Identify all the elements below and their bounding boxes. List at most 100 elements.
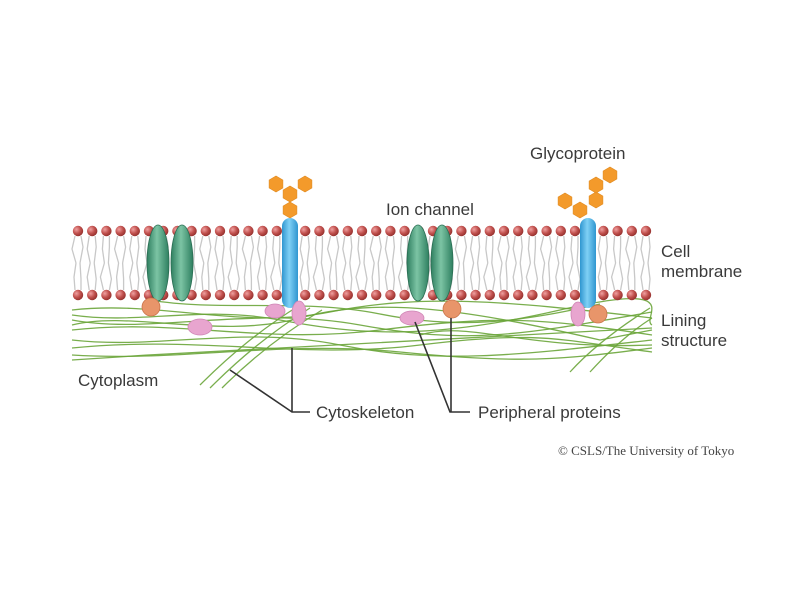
lipid-head bbox=[555, 289, 566, 301]
peripheral-protein-pink bbox=[264, 303, 286, 319]
lipid-head bbox=[101, 225, 112, 237]
lipid-head bbox=[257, 225, 268, 237]
lipid-head bbox=[72, 289, 84, 301]
lipid-head bbox=[243, 289, 254, 301]
glycoprotein-stem bbox=[282, 218, 298, 308]
lipid-head bbox=[385, 289, 396, 301]
peripheral-protein-pink bbox=[399, 310, 425, 326]
sugar-hexagon-icon bbox=[268, 175, 284, 193]
lipid-head bbox=[626, 289, 637, 301]
lipid-head bbox=[527, 289, 538, 301]
lipid-head bbox=[498, 225, 510, 237]
lipid-head bbox=[527, 225, 538, 237]
sugar-hexagon-icon bbox=[572, 201, 588, 219]
peripheral-protein-pink bbox=[187, 318, 213, 336]
label-ion-channel: Ion channel bbox=[386, 200, 474, 219]
ion-channel-right-subunit bbox=[406, 224, 430, 302]
ion-channel-left-subunit bbox=[170, 224, 194, 302]
cytoskeleton-fiber bbox=[71, 336, 653, 353]
lipid-head bbox=[498, 289, 510, 301]
lipid-head bbox=[129, 225, 140, 237]
lipid-head bbox=[371, 225, 382, 237]
label-lining-1: Lining bbox=[661, 311, 707, 330]
leader-line bbox=[414, 321, 470, 413]
lipid-head bbox=[87, 225, 98, 237]
lipid-head bbox=[115, 225, 126, 237]
cytoskeleton-fiber bbox=[71, 306, 653, 341]
leader-line bbox=[229, 369, 310, 413]
lipid-head bbox=[555, 225, 566, 237]
lipid-head bbox=[271, 289, 282, 301]
lipid-head bbox=[229, 225, 240, 237]
lipid-head bbox=[314, 225, 325, 237]
lipid-head bbox=[569, 225, 581, 237]
sugar-hexagon-icon bbox=[557, 192, 573, 210]
lipid-head bbox=[470, 225, 481, 237]
membrane-proteins bbox=[141, 166, 618, 336]
lipid-head bbox=[399, 289, 410, 301]
lipid-head bbox=[300, 289, 311, 301]
lipid-head bbox=[356, 225, 368, 237]
sugar-hexagon-icon bbox=[297, 175, 313, 193]
lipid-head bbox=[456, 225, 467, 237]
lipid-head bbox=[598, 289, 609, 301]
ion-channel-left-subunit bbox=[146, 224, 170, 302]
lipid-head bbox=[328, 225, 339, 237]
lipid-head bbox=[484, 225, 495, 237]
lipid-head bbox=[214, 225, 226, 237]
label-cell-membrane-2: membrane bbox=[661, 262, 743, 281]
cytoskeleton-fiber bbox=[149, 299, 601, 324]
lipid-tails bbox=[71, 235, 651, 291]
cytoskeleton-fiber bbox=[71, 347, 653, 360]
lipid-head bbox=[342, 225, 353, 237]
peripheral-protein-orange bbox=[588, 304, 608, 324]
lipid-head bbox=[456, 289, 467, 301]
lipid-head bbox=[356, 289, 368, 301]
lipid-head bbox=[541, 289, 552, 301]
lipid-head bbox=[300, 225, 311, 237]
lipid-head bbox=[640, 289, 652, 301]
lipid-head bbox=[626, 225, 637, 237]
ion-channel-right-subunit bbox=[430, 224, 454, 302]
lipid-head bbox=[385, 225, 396, 237]
lipid-head bbox=[129, 289, 140, 301]
lipid-head bbox=[371, 289, 382, 301]
lipid-head bbox=[115, 289, 126, 301]
lipid-heads bbox=[72, 225, 652, 301]
label-glycoprotein: Glycoprotein bbox=[530, 144, 626, 163]
label-cytoplasm: Cytoplasm bbox=[78, 371, 159, 390]
lipid-head bbox=[612, 289, 623, 301]
label-cytoskeleton: Cytoskeleton bbox=[316, 403, 415, 422]
glycoprotein-stem bbox=[580, 218, 596, 308]
lipid-head bbox=[101, 289, 112, 301]
copyright-notice: © CSLS/The University of Tokyo bbox=[558, 443, 735, 458]
lipid-head bbox=[640, 225, 652, 237]
cytoskeleton-fiber bbox=[589, 317, 653, 373]
lipid-head bbox=[72, 225, 84, 237]
peripheral-protein-orange bbox=[141, 297, 161, 317]
lipid-head bbox=[484, 289, 495, 301]
cytoskeleton-fiber bbox=[71, 297, 653, 333]
lipid-head bbox=[243, 225, 254, 237]
lipid-head bbox=[214, 289, 226, 301]
leader-lines bbox=[229, 318, 470, 413]
lipid-head bbox=[200, 289, 211, 301]
label-peripheral-proteins: Peripheral proteins bbox=[478, 403, 621, 422]
lipid-head bbox=[541, 225, 552, 237]
cytoskeleton-fiber bbox=[71, 319, 653, 336]
cytoskeleton-fiber bbox=[569, 307, 651, 373]
lipid-head bbox=[569, 289, 581, 301]
sugar-hexagon-icon bbox=[282, 201, 298, 219]
peripheral-protein-orange bbox=[442, 299, 462, 319]
cytoskeleton-fiber bbox=[221, 309, 323, 389]
lipid-head bbox=[598, 225, 609, 237]
lipid-head bbox=[314, 289, 325, 301]
lipid-head bbox=[612, 225, 623, 237]
lipid-head bbox=[87, 289, 98, 301]
lipid-head bbox=[399, 225, 410, 237]
cytoskeleton-fiber bbox=[71, 311, 653, 337]
lipid-head bbox=[328, 289, 339, 301]
lipid-head bbox=[470, 289, 481, 301]
lipid-head bbox=[342, 289, 353, 301]
